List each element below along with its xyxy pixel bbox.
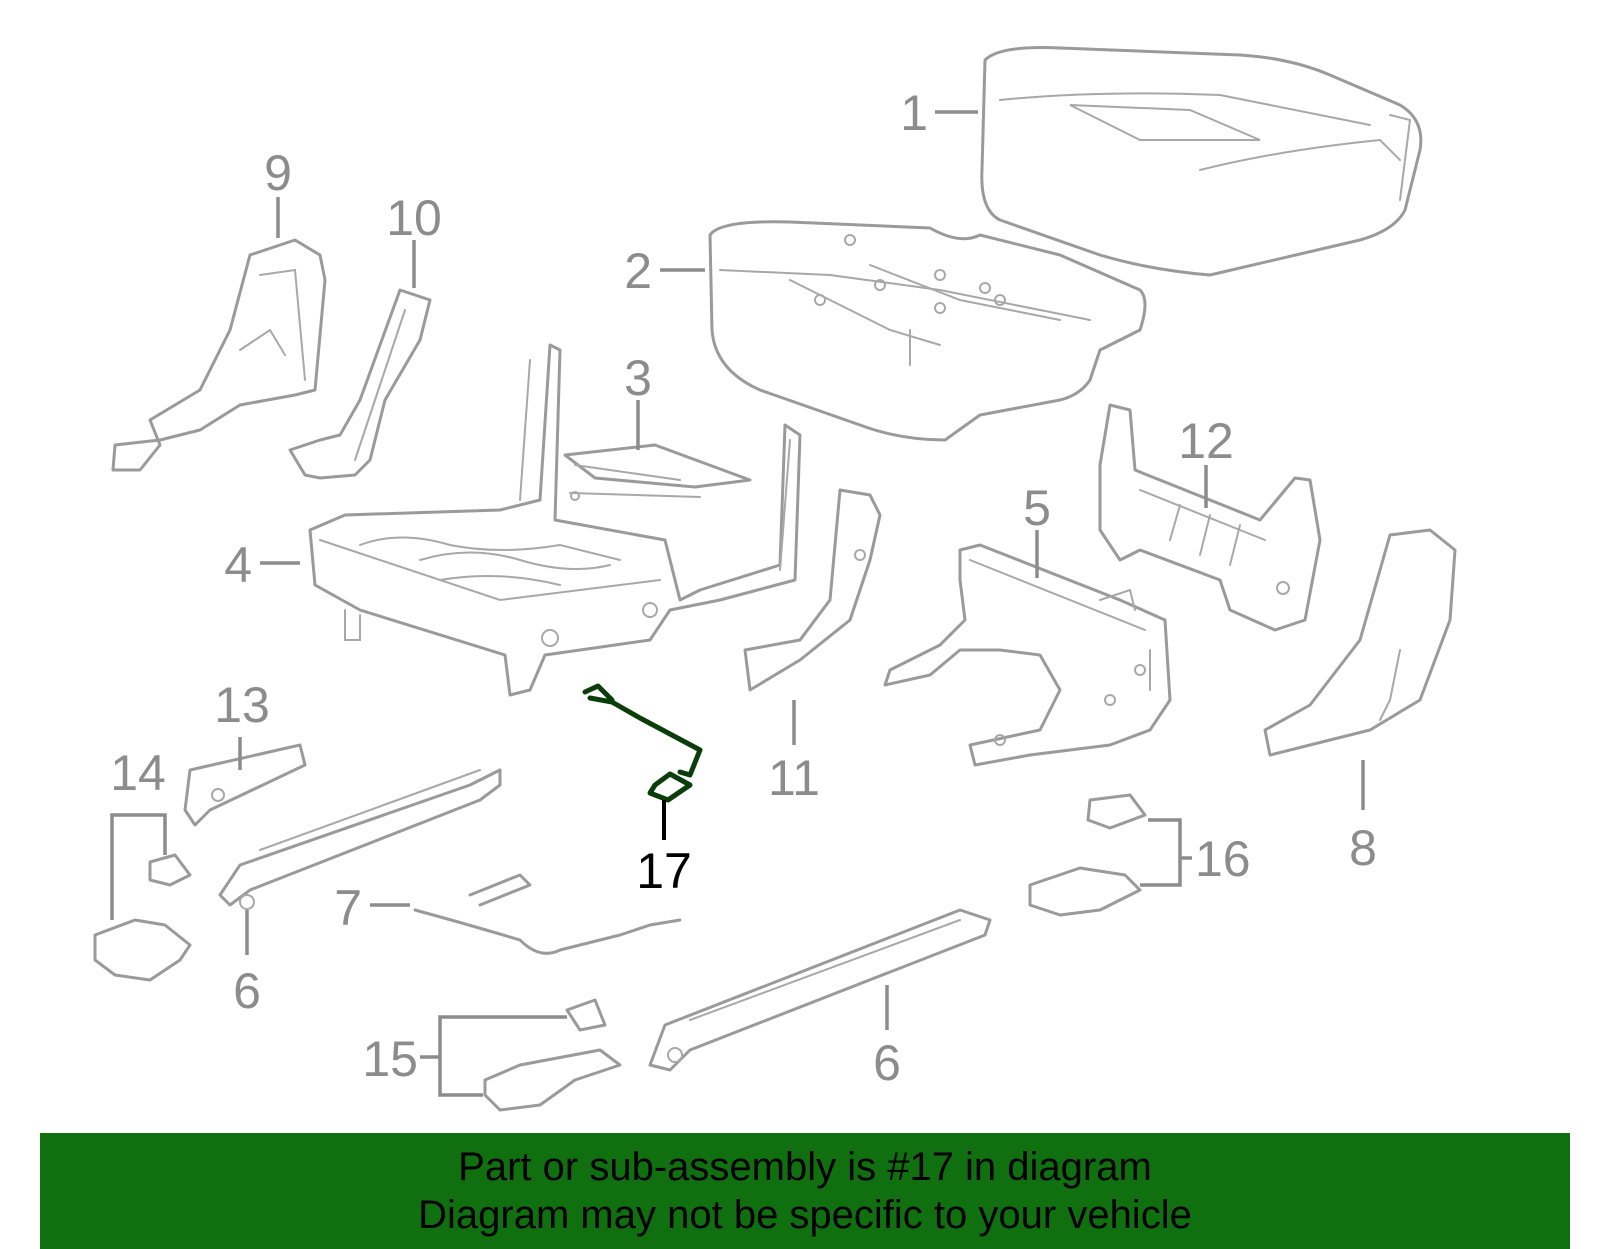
part-4-seat-frame	[308, 343, 802, 697]
part-5-riser-bracket	[883, 543, 1172, 767]
leader-lines	[110, 110, 1365, 1097]
callout-5: 5	[1023, 480, 1051, 536]
part-14-covers	[93, 853, 192, 982]
callout-11: 11	[768, 750, 820, 806]
part-11-side-trim	[743, 488, 882, 692]
part-12-rear-panel	[1098, 403, 1322, 632]
part-10-side-bracket	[288, 288, 432, 480]
callout-17: 17	[636, 843, 692, 899]
callout-10: 10	[386, 190, 442, 246]
callout-14: 14	[110, 745, 166, 801]
callout-12: 12	[1178, 413, 1234, 469]
info-banner: Part or sub-assembly is #17 in diagram D…	[40, 1133, 1570, 1249]
part-15-covers	[483, 998, 622, 1112]
part-1-cushion-cover	[980, 46, 1423, 277]
callout-9: 9	[264, 145, 292, 201]
callout-13: 13	[214, 677, 270, 733]
callout-6-right: 6	[873, 1035, 901, 1091]
callout-3: 3	[624, 350, 652, 406]
part-2-cushion-pad	[708, 220, 1147, 442]
callout-4: 4	[224, 537, 252, 593]
callout-8: 8	[1349, 820, 1377, 876]
part-6-seat-track-right	[648, 908, 992, 1072]
part-6-seat-track-left	[218, 768, 502, 910]
callout-15: 15	[362, 1031, 418, 1087]
part-3-plate	[563, 443, 752, 501]
callout-16: 16	[1195, 831, 1251, 887]
banner-line-2: Diagram may not be specific to your vehi…	[418, 1193, 1192, 1237]
part-7-release-rod	[413, 873, 682, 955]
part-17-wiring-harness	[582, 683, 703, 803]
callout-1: 1	[900, 85, 928, 141]
callout-7: 7	[334, 880, 362, 936]
part-8-side-trim	[1263, 528, 1457, 757]
callout-6-left: 6	[233, 963, 261, 1019]
part-13-latch	[183, 743, 307, 827]
callout-2: 2	[624, 243, 652, 299]
part-9-side-trim	[111, 238, 327, 472]
part-16-covers	[1028, 793, 1147, 917]
banner-line-1: Part or sub-assembly is #17 in diagram	[458, 1145, 1152, 1189]
